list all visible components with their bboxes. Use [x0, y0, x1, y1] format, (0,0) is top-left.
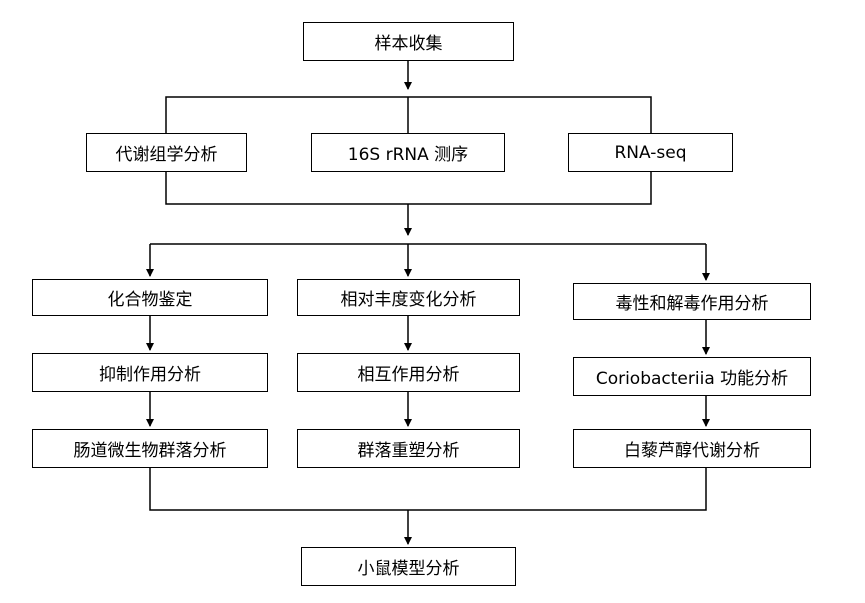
- node-metabolomics: 代谢组学分析: [86, 133, 247, 172]
- node-inhibition: 抑制作用分析: [32, 353, 268, 392]
- node-relative-abundance: 相对丰度变化分析: [297, 279, 520, 316]
- merge-line-bottom: [149, 468, 707, 511]
- node-community-remodeling: 群落重塑分析: [297, 429, 520, 468]
- node-sample-collection: 样本收集: [303, 22, 514, 61]
- node-16s-sequencing: 16S rRNA 测序: [311, 133, 505, 172]
- node-gut-microbiota: 肠道微生物群落分析: [32, 429, 268, 468]
- merge-line-row2: [165, 172, 652, 205]
- node-mouse-model: 小鼠模型分析: [301, 547, 516, 586]
- node-coriobacteriia: Coriobacteriia 功能分析: [573, 357, 811, 396]
- node-interaction: 相互作用分析: [297, 353, 520, 392]
- node-resveratrol-metabolism: 白藜芦醇代谢分析: [573, 429, 811, 468]
- node-rna-seq: RNA-seq: [568, 133, 733, 172]
- node-compound-identification: 化合物鉴定: [32, 279, 268, 316]
- node-toxicity-detox: 毒性和解毒作用分析: [573, 283, 811, 320]
